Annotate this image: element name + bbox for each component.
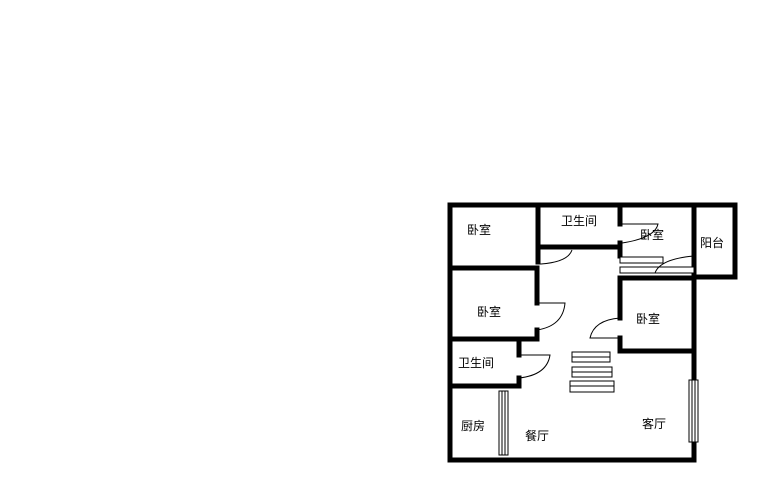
door-bedroom-top-right	[620, 223, 659, 244]
door-balcony	[654, 255, 695, 274]
interior-walls	[447, 202, 697, 389]
window-living-room	[688, 379, 699, 443]
label-balcony: 阳台	[700, 235, 724, 250]
door-bedroom-middle-left	[536, 302, 566, 331]
door-bathroom-lower	[518, 354, 551, 379]
label-bedroom-middle-left: 卧室	[477, 304, 501, 319]
label-bedroom-top-left: 卧室	[467, 222, 491, 237]
door-bedroom-middle-right	[589, 317, 621, 339]
stairs	[569, 351, 615, 393]
label-bedroom-middle-right: 卧室	[636, 311, 660, 326]
label-bathroom-lower: 卫生间	[458, 356, 494, 370]
doors	[518, 223, 695, 379]
label-bathroom-top: 卫生间	[561, 214, 597, 228]
label-bedroom-top-right: 卧室	[640, 227, 664, 242]
label-kitchen: 厨房	[461, 418, 485, 433]
label-dining-room: 餐厅	[525, 428, 549, 443]
door-bedroom-top-left	[537, 249, 573, 265]
label-living-room: 客厅	[642, 416, 666, 431]
exterior-walls	[447, 202, 738, 463]
corridor-opening	[619, 256, 695, 274]
kitchen-counter	[498, 390, 509, 456]
